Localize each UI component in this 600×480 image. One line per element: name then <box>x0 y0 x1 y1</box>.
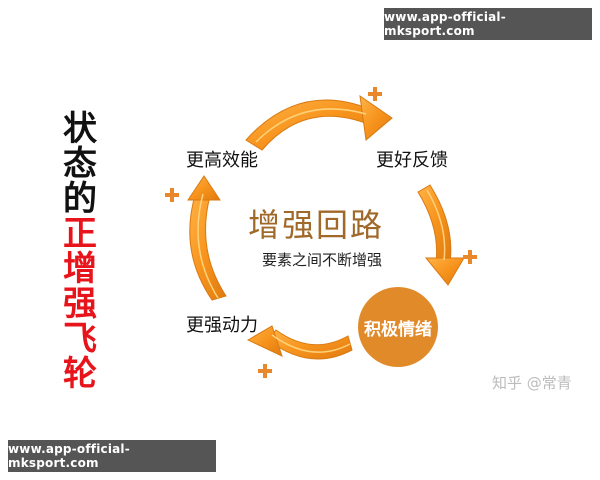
title-char: 飞 <box>63 319 97 359</box>
plus-icon <box>165 188 179 202</box>
arrow-top-icon <box>245 94 393 151</box>
plus-icon <box>463 250 477 264</box>
title-char: 增 <box>63 249 97 289</box>
center-subtitle: 要素之间不断增强 <box>262 251 383 269</box>
plus-icon <box>368 87 382 101</box>
arrow-bottom-icon <box>246 325 353 360</box>
title-char: 态 <box>63 144 97 184</box>
title-char: 的 <box>63 179 97 219</box>
title-char: 状 <box>63 109 97 149</box>
node-emotion-label: 积极情绪 <box>364 319 432 340</box>
node-power: 更强动力 <box>186 315 258 336</box>
vertical-title: 状 态 的 正 增 强 飞 轮 <box>52 112 108 392</box>
node-emotion-circle: 积极情绪 <box>358 287 438 367</box>
arrow-left-icon <box>187 175 227 301</box>
plus-icon <box>258 364 272 378</box>
arrow-right-icon <box>417 184 465 286</box>
title-char: 轮 <box>63 354 97 394</box>
center-title: 增强回路 <box>248 206 385 244</box>
watermark-bottom: www.app-official-mksport.com <box>8 440 216 472</box>
watermark-top: www.app-official-mksport.com <box>384 8 592 40</box>
title-char: 强 <box>63 284 97 324</box>
node-efficiency: 更高效能 <box>186 150 258 171</box>
title-char: 正 <box>63 214 97 254</box>
node-feedback: 更好反馈 <box>376 150 448 171</box>
author-credit: 知乎 @常青 <box>492 374 572 392</box>
